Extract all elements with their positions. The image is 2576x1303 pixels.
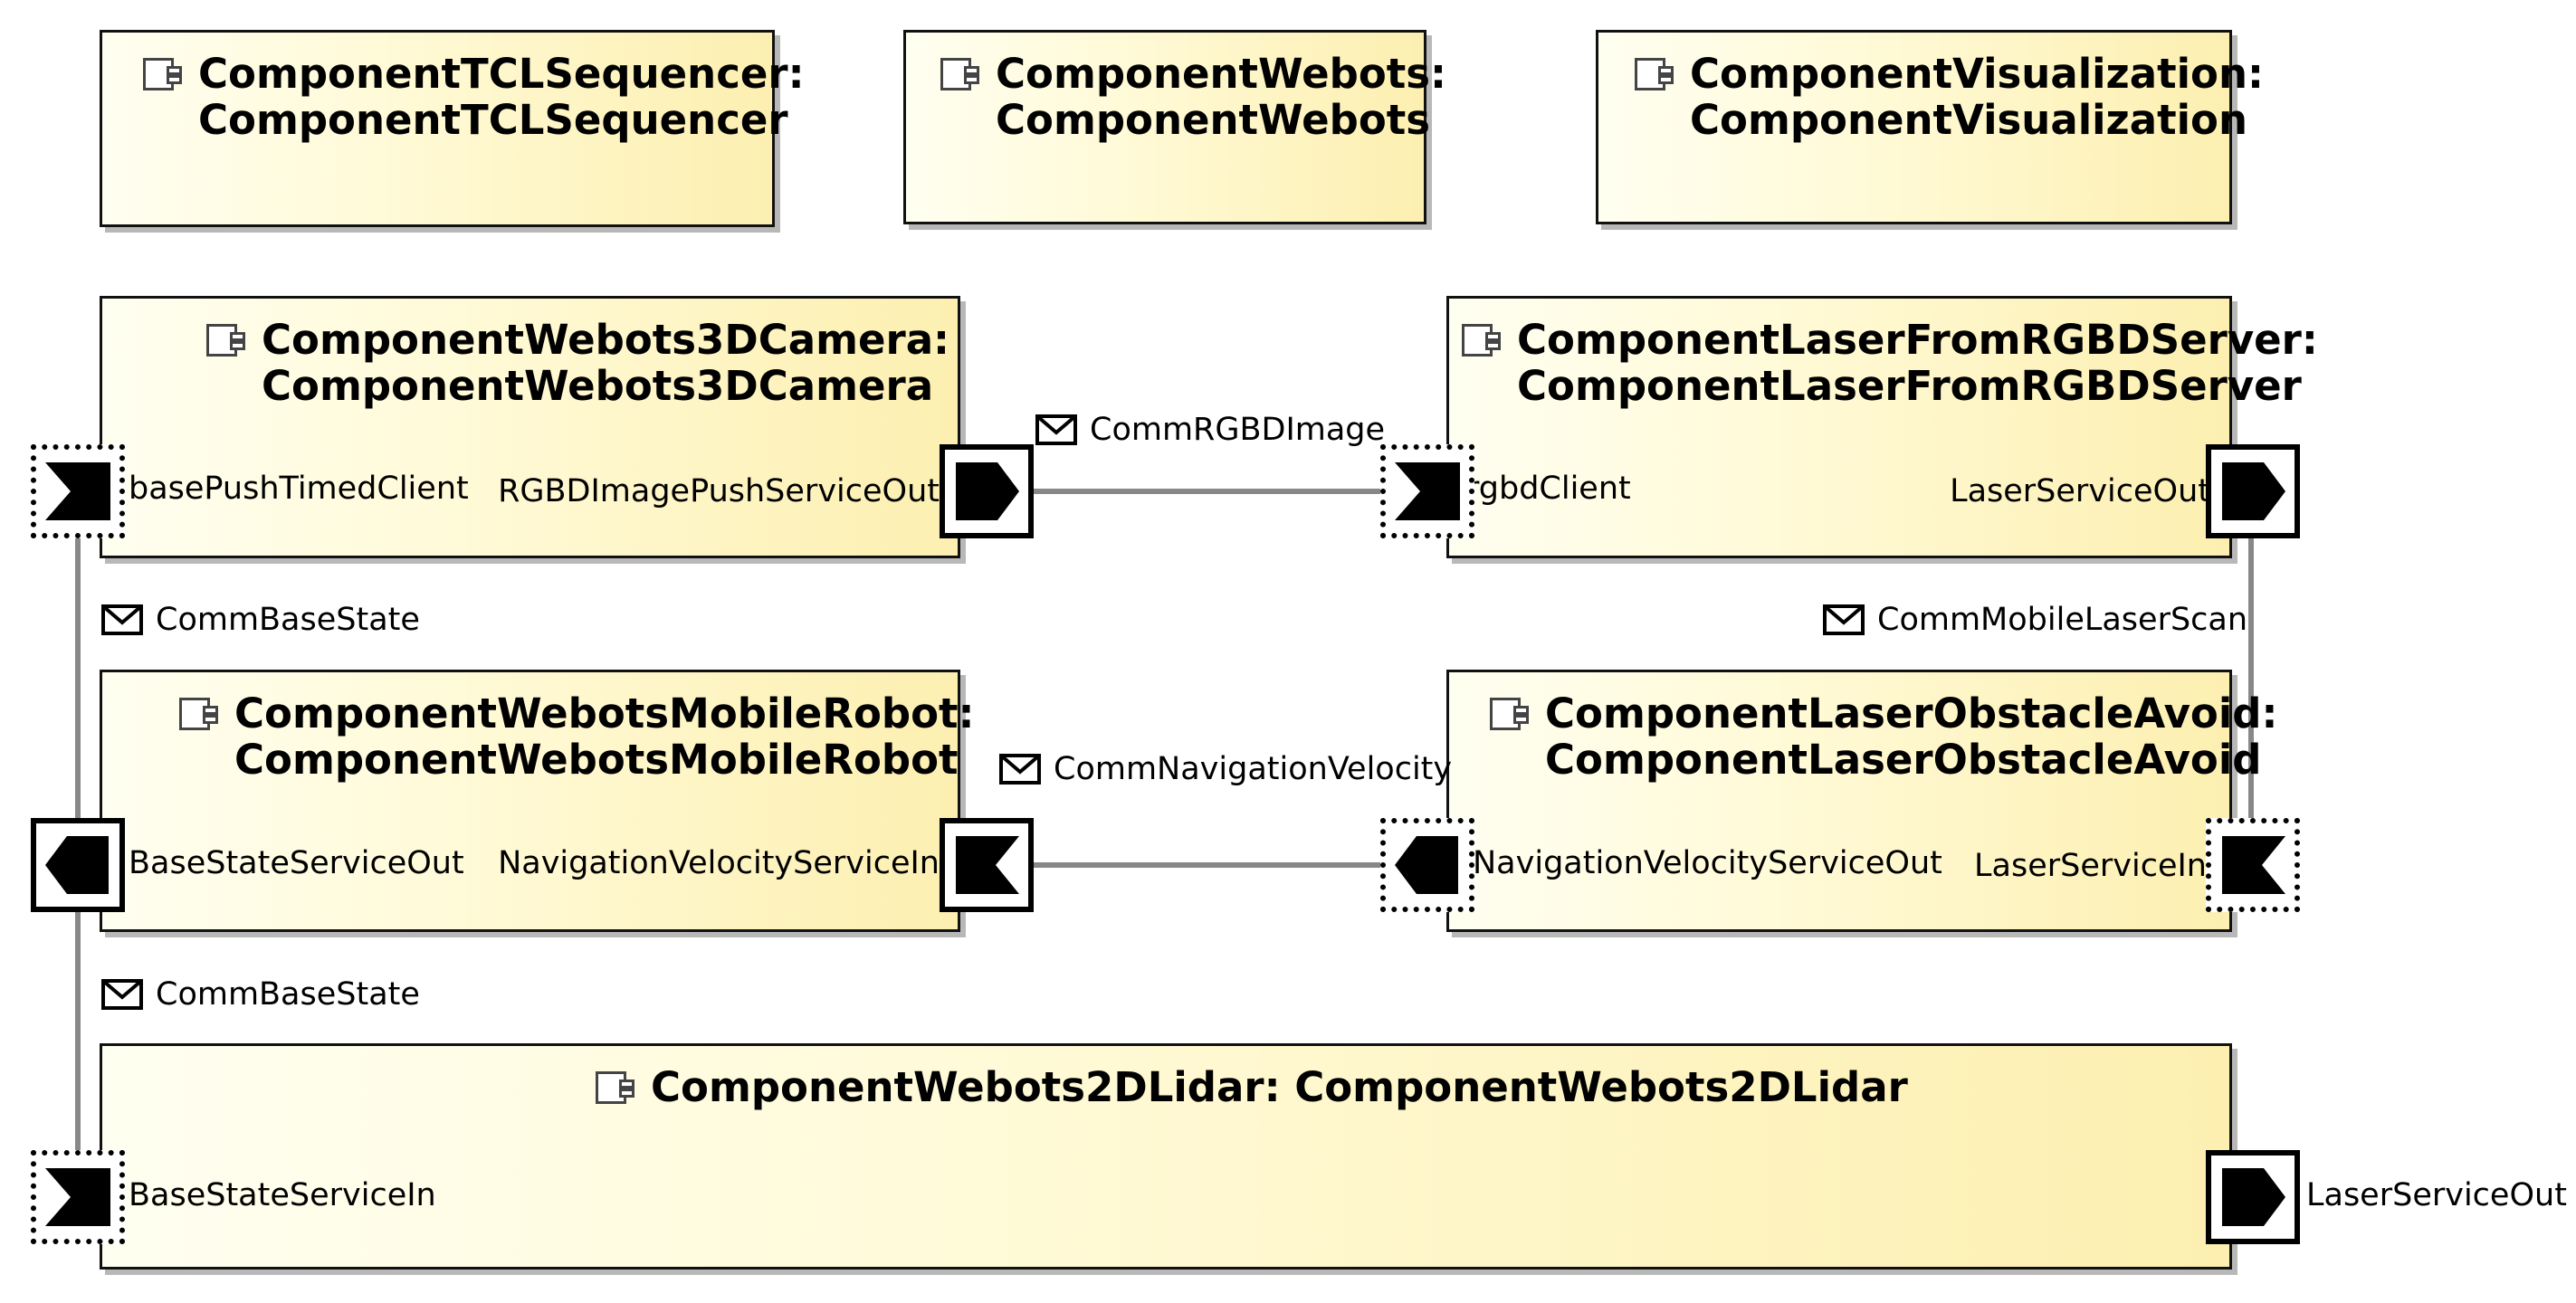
- envelope-icon: [1823, 604, 1865, 635]
- component-title: ComponentLaserFromRGBDServer:ComponentLa…: [1517, 316, 2318, 410]
- port-label-navigation-velocity-service-in: NavigationVelocityServiceIn: [498, 845, 940, 881]
- component-title: ComponentVisualization:ComponentVisualiz…: [1690, 50, 2264, 144]
- component-icon: [206, 324, 247, 358]
- component-title: ComponentWebotsMobileRobot:ComponentWebo…: [234, 690, 975, 784]
- port-label-lidar-laser-service-out: LaserServiceOut: [2306, 1177, 2567, 1213]
- component-laser-from-rgbd-server[interactable]: ComponentLaserFromRGBDServer:ComponentLa…: [1446, 296, 2318, 558]
- port-lidar-laser-service-out[interactable]: [2206, 1150, 2300, 1244]
- message-label-mobile-laser-scan: CommMobileLaserScan: [1823, 602, 2247, 638]
- port-navigation-velocity-service-out[interactable]: [1380, 818, 1474, 912]
- envelope-icon: [101, 604, 143, 635]
- component-title: ComponentWebots:ComponentWebots: [996, 50, 1447, 144]
- component-icon: [1462, 324, 1503, 358]
- component-title: ComponentTCLSequencer:ComponentTCLSequen…: [198, 50, 805, 144]
- message-label-navigation-velocity: CommNavigationVelocity: [999, 751, 1452, 787]
- component-visualization[interactable]: ComponentVisualization:ComponentVisualiz…: [1596, 30, 2264, 224]
- component-webots[interactable]: ComponentWebots:ComponentWebots: [903, 30, 1446, 224]
- component-title: ComponentLaserObstacleAvoid:ComponentLas…: [1545, 690, 2278, 784]
- port-label-laser-service-in: LaserServiceIn: [1974, 848, 2207, 884]
- component-webots-mobile-robot[interactable]: ComponentWebotsMobileRobot:ComponentWebo…: [100, 670, 975, 932]
- component-icon: [940, 58, 981, 92]
- component-icon: [596, 1071, 636, 1106]
- component-webots-2d-lidar[interactable]: ComponentWebots2DLidar: ComponentWebots2…: [100, 1043, 2232, 1270]
- port-label-rgbd-client: rgbdClient: [1466, 471, 1631, 507]
- component-icon: [179, 698, 220, 732]
- envelope-icon: [999, 754, 1041, 785]
- port-rgbd-client[interactable]: [1380, 444, 1474, 538]
- port-base-state-service-out[interactable]: [31, 818, 125, 912]
- port-label-base-state-service-in: BaseStateServiceIn: [129, 1177, 436, 1213]
- port-laser-service-in[interactable]: [2206, 818, 2300, 912]
- port-label-rgbd-image-push-service-out: RGBDImagePushServiceOut: [498, 473, 940, 509]
- component-title: ComponentWebots3DCamera:ComponentWebots3…: [262, 316, 950, 410]
- message-label-base-state-upper: CommBaseState: [101, 602, 420, 638]
- component-laser-obstacle-avoid[interactable]: ComponentLaserObstacleAvoid:ComponentLas…: [1446, 670, 2277, 932]
- port-rgbd-image-push-service-out[interactable]: [940, 444, 1034, 538]
- component-icon: [143, 58, 184, 92]
- message-label-base-state-lower: CommBaseState: [101, 976, 420, 1013]
- message-label-rgbd-image: CommRGBDImage: [1035, 412, 1385, 448]
- component-icon: [1635, 58, 1675, 92]
- envelope-icon: [1035, 414, 1077, 445]
- port-label-base-state-service-out: BaseStateServiceOut: [129, 845, 464, 881]
- component-tcl-sequencer[interactable]: ComponentTCLSequencer:ComponentTCLSequen…: [100, 30, 805, 227]
- component-icon: [1490, 698, 1531, 732]
- port-base-state-service-in[interactable]: [31, 1150, 125, 1244]
- port-navigation-velocity-service-in[interactable]: [940, 818, 1034, 912]
- component-title: ComponentWebots2DLidar: ComponentWebots2…: [651, 1063, 1908, 1111]
- envelope-icon: [101, 979, 143, 1010]
- component-webots-3d-camera[interactable]: ComponentWebots3DCamera:ComponentWebots3…: [100, 296, 960, 558]
- port-label-navigation-velocity-service-out: NavigationVelocityServiceOut: [1473, 845, 1942, 881]
- port-label-base-push-timed-client: basePushTimedClient: [129, 471, 469, 507]
- port-label-laser-service-out: LaserServiceOut: [1950, 473, 2210, 509]
- port-base-push-timed-client[interactable]: [31, 444, 125, 538]
- port-laser-service-out[interactable]: [2206, 444, 2300, 538]
